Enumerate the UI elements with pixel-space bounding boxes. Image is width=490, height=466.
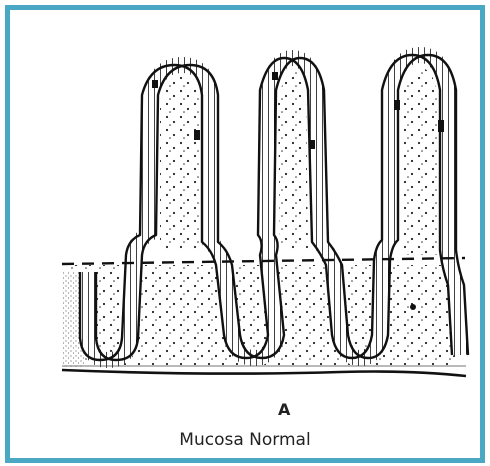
- figure-frame: A Mucosa Normal: [5, 5, 485, 463]
- villus-core-3: [400, 68, 438, 255]
- panel-label: A: [278, 400, 290, 419]
- villus-core-2: [278, 70, 308, 250]
- villus-core-1: [160, 75, 200, 250]
- baseline: [62, 370, 466, 376]
- mucosa-diagram: [10, 10, 480, 458]
- figure-caption: Mucosa Normal: [10, 430, 480, 450]
